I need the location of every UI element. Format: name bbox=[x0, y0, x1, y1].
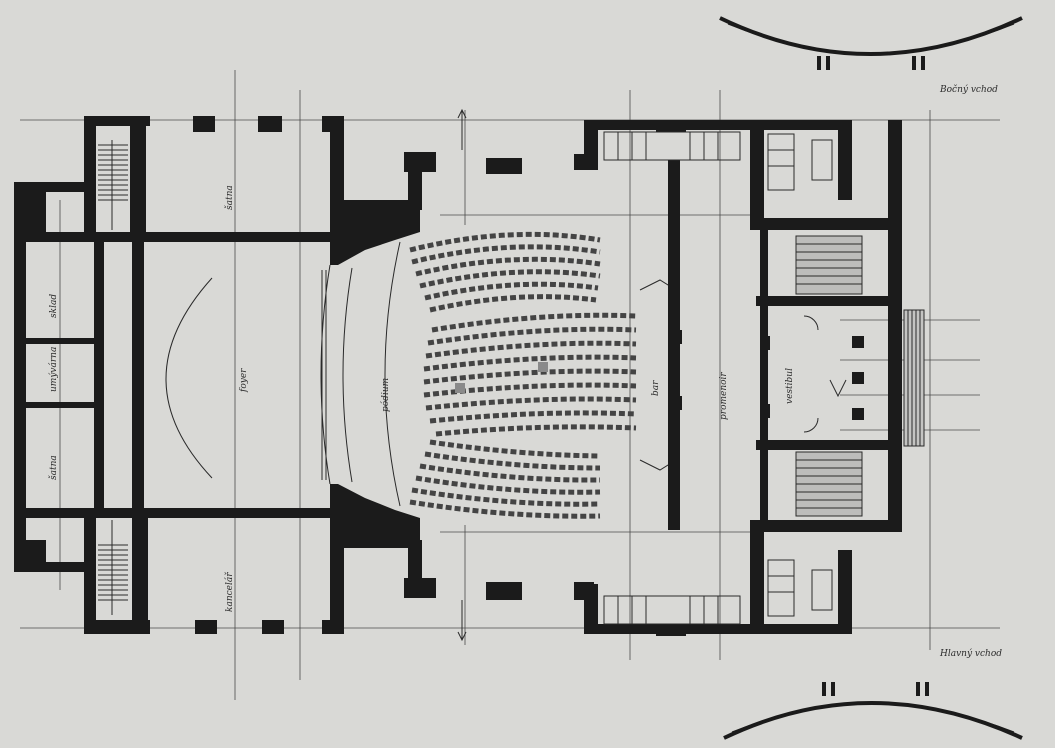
stage-block bbox=[320, 152, 436, 598]
note-top-right: Bočný vchod bbox=[939, 84, 998, 95]
wall bbox=[130, 116, 146, 236]
canopy-bottom bbox=[723, 682, 1023, 740]
stair-upper-left bbox=[98, 140, 128, 230]
wall bbox=[132, 236, 144, 511]
stair-right-upper bbox=[795, 235, 863, 295]
wall bbox=[26, 338, 98, 344]
wall bbox=[84, 116, 150, 126]
pier bbox=[193, 116, 215, 132]
label-upper-left: šatna bbox=[224, 185, 235, 210]
small-rooms bbox=[767, 133, 833, 617]
label-foyer: foyer bbox=[239, 368, 249, 393]
colonnade-top bbox=[603, 131, 741, 161]
entrance-steps bbox=[903, 309, 925, 447]
seat-marker bbox=[538, 362, 548, 372]
pier bbox=[262, 620, 284, 634]
wall bbox=[84, 116, 96, 236]
wall bbox=[84, 620, 150, 634]
foyer-arc bbox=[165, 277, 213, 479]
wall bbox=[132, 512, 148, 634]
label-lower-left: kancelář bbox=[224, 572, 235, 612]
wall bbox=[26, 540, 46, 572]
right-wing bbox=[672, 120, 902, 634]
label-right-foyer: promenoir bbox=[719, 372, 729, 420]
door-swing bbox=[829, 379, 847, 398]
pier bbox=[195, 620, 217, 634]
label-stage: pódium bbox=[380, 378, 391, 412]
seating-upper bbox=[409, 231, 601, 313]
wall bbox=[84, 512, 96, 634]
stair-lower-left bbox=[98, 520, 128, 615]
wall bbox=[26, 192, 46, 232]
seat-marker bbox=[455, 383, 465, 393]
colonnade-bottom bbox=[603, 595, 741, 625]
label-stand: bar bbox=[651, 380, 661, 396]
pier bbox=[258, 116, 282, 132]
wall bbox=[14, 562, 94, 572]
circulation-arrows bbox=[457, 108, 467, 642]
seating-lower bbox=[409, 439, 601, 519]
label-left-2: umývárna bbox=[48, 347, 59, 392]
wall bbox=[26, 508, 336, 518]
door-swing bbox=[803, 417, 819, 433]
door-swing bbox=[803, 315, 819, 331]
wall bbox=[14, 182, 26, 572]
wall bbox=[14, 182, 94, 192]
label-left-3: šatna bbox=[48, 455, 59, 480]
wall bbox=[26, 402, 98, 408]
stair-right-lower bbox=[795, 451, 863, 517]
canopy-top bbox=[719, 16, 1023, 70]
auditorium-walls bbox=[486, 120, 754, 636]
seating-center bbox=[423, 312, 637, 437]
label-left-1: sklad bbox=[49, 294, 59, 318]
wall bbox=[94, 232, 104, 512]
wall bbox=[26, 232, 336, 242]
label-right-hall: vestibul bbox=[785, 368, 795, 404]
note-bottom-right: Hlavný vchod bbox=[939, 648, 1002, 659]
